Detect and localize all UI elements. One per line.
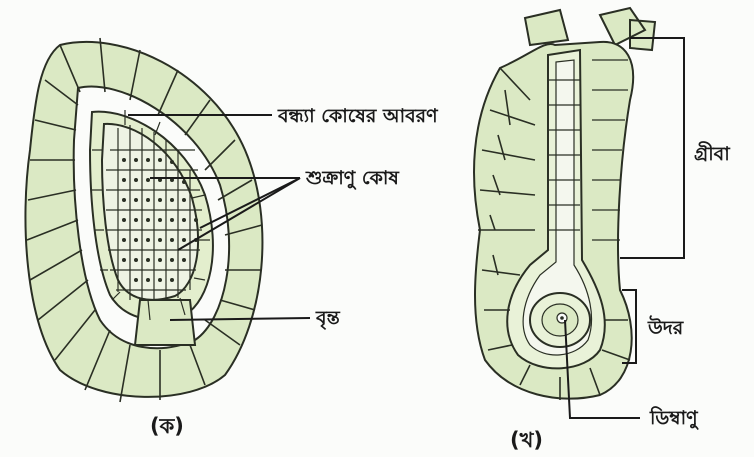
label-egg: ডিম্বাণু — [650, 404, 698, 436]
label-sperm-cells: শুক্রাণু কোষ — [306, 164, 399, 196]
label-stalk: বৃন্ত — [316, 304, 340, 336]
label-neck: গ্রীবা — [694, 140, 730, 172]
caption-figure-a: (ক) — [150, 410, 184, 445]
label-venter: উদর — [648, 314, 683, 346]
label-sterile-jacket: বন্ধ্যা কোষের আবরণ — [278, 102, 438, 134]
egg-cell — [530, 293, 590, 347]
antheridium-stalk — [135, 300, 195, 345]
caption-figure-b: (খ) — [510, 424, 543, 459]
archegonium-figure — [474, 8, 655, 400]
